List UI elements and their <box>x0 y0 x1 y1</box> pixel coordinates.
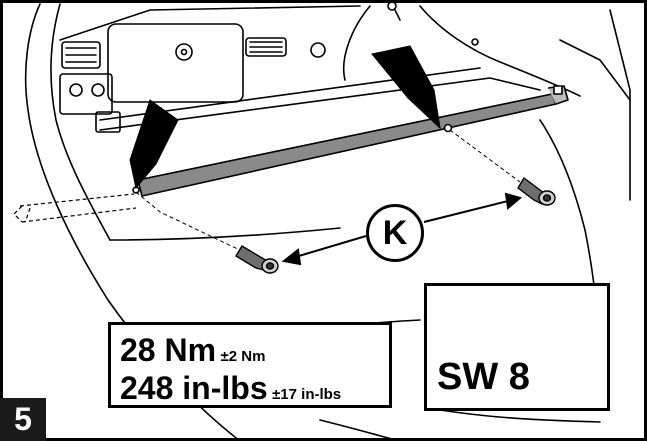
bolt-right <box>517 176 556 206</box>
torque-metric-line: 28 Nm ±2 Nm <box>120 334 265 366</box>
torque-spec-box: 28 Nm ±2 Nm 248 in-lbs ±17 in-lbs <box>108 322 392 408</box>
tool-label: SW 8 <box>437 356 530 398</box>
right-outer-edge <box>609 9 631 201</box>
bolt-left <box>235 245 279 274</box>
torque-metric-tolerance: ±2 Nm <box>220 348 266 365</box>
glovebox-lock-center <box>180 48 188 56</box>
torque-imperial-line: 248 in-lbs ±17 in-lbs <box>120 372 341 404</box>
left-pointer-arrow <box>129 99 179 190</box>
torque-imperial-value: 248 in-lbs <box>120 370 268 406</box>
pointer-arrows <box>129 45 441 190</box>
floor-edge <box>109 227 341 241</box>
small-switch <box>95 111 121 133</box>
right-rear-top <box>419 5 581 97</box>
glovebox-panel <box>107 23 244 103</box>
callout-arrows <box>281 192 523 266</box>
torque-imperial-tolerance: ±17 in-lbs <box>272 386 342 403</box>
parcel-shelf-front <box>99 77 541 131</box>
leader-lines <box>135 129 521 253</box>
callout-k: K <box>366 204 424 262</box>
left-inner-edge <box>50 3 111 241</box>
dash-top-line <box>59 5 361 41</box>
torque-metric-value: 28 Nm <box>120 332 217 368</box>
tool-spec-box: SW 8 <box>424 283 610 411</box>
right-upper-body <box>559 39 631 101</box>
radio-unit <box>59 73 113 115</box>
callout-letter: K <box>382 214 408 252</box>
glovebox-lock <box>175 43 193 61</box>
vent-left <box>61 41 101 69</box>
vent-right <box>245 37 287 57</box>
center-pillar <box>342 5 371 81</box>
trim-rail <box>132 85 569 197</box>
right-pointer-arrow <box>371 45 441 130</box>
dashed-rail <box>13 193 137 223</box>
step-number-badge: 5 <box>0 398 46 441</box>
